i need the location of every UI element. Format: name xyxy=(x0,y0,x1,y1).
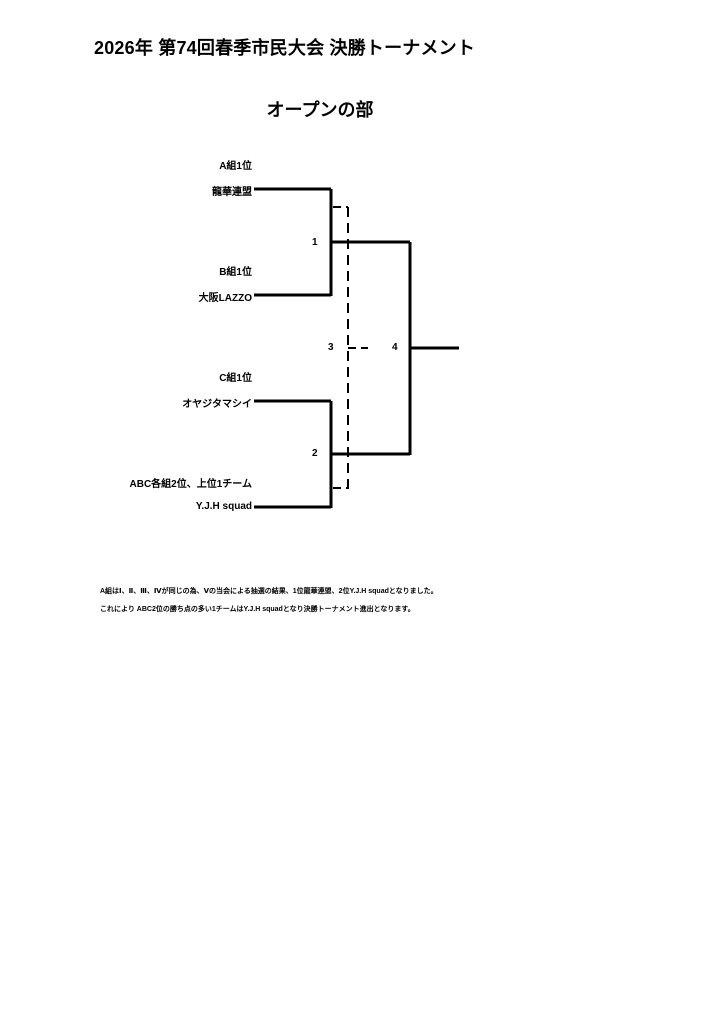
slot-label-1: A組1位 xyxy=(219,161,252,172)
slot-label-3: C組1位 xyxy=(219,373,252,384)
team-name-3: オヤジタマシイ xyxy=(182,399,252,410)
slot-label-2: B組1位 xyxy=(219,267,252,278)
note-line-1: A組はⅠ、Ⅱ、Ⅲ、Ⅳが同じの為、Ⅴの当会による抽選の結果、1位龍華連盟、2位Y.… xyxy=(100,588,438,595)
team-name-4: Y.J.H squad xyxy=(195,501,252,512)
page-title: 2026年 第74回春季市民大会 決勝トーナメント xyxy=(94,38,476,58)
match-number-3: 3 xyxy=(328,342,334,353)
match-number-1: 1 xyxy=(312,237,318,248)
slot-label-4: ABC各組2位、上位1チーム xyxy=(129,479,253,490)
match-number-4: 4 xyxy=(392,342,398,353)
team-name-1: 龍華連盟 xyxy=(212,187,252,198)
page-subtitle: オープンの部 xyxy=(266,100,374,120)
match-number-2: 2 xyxy=(312,448,318,459)
team-name-2: 大阪LAZZO xyxy=(198,293,252,304)
note-line-2: これにより ABC2位の勝ち点の多い1チームはY.J.H squadとなり決勝ト… xyxy=(100,606,415,613)
